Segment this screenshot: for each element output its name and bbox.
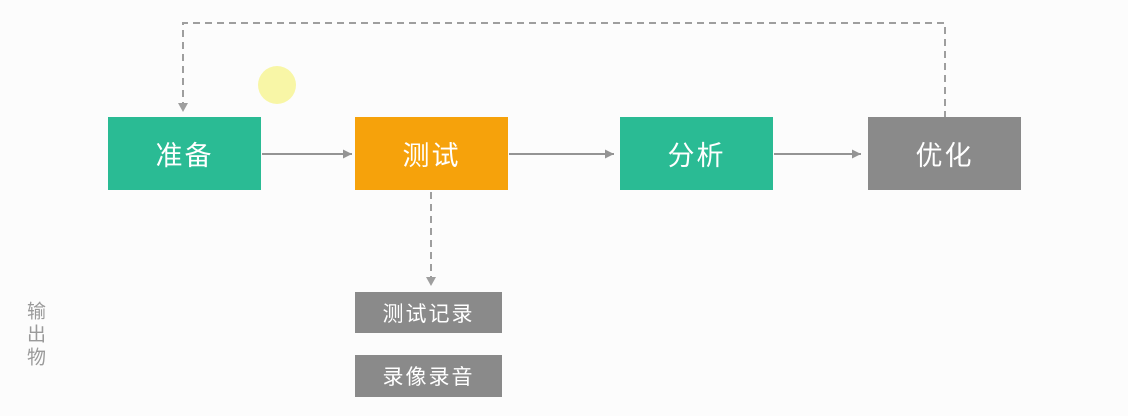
output-label-test-record: 测试记录: [382, 302, 475, 326]
presenter-highlight-dot: [258, 66, 296, 104]
stage-box-test: 测试: [355, 117, 508, 190]
stage-box-analyze: 分析: [620, 117, 773, 190]
stage-box-optimize: 优化: [868, 117, 1021, 190]
stage-label-test: 测试: [402, 141, 461, 171]
output-label-recording: 录像录音: [382, 366, 475, 389]
stage-label-prepare: 准备: [155, 141, 214, 171]
feedback-dashed-connector: [178, 22, 946, 118]
stage-box-prepare: 准备: [108, 117, 261, 190]
output-box-test-record: 测试记录: [355, 292, 502, 333]
outputs-axis-label: 输出物: [24, 301, 45, 370]
stage-label-optimize: 优化: [915, 141, 974, 171]
output-box-recording: 录像录音: [355, 355, 502, 397]
stage-label-analyze: 分析: [667, 141, 726, 171]
